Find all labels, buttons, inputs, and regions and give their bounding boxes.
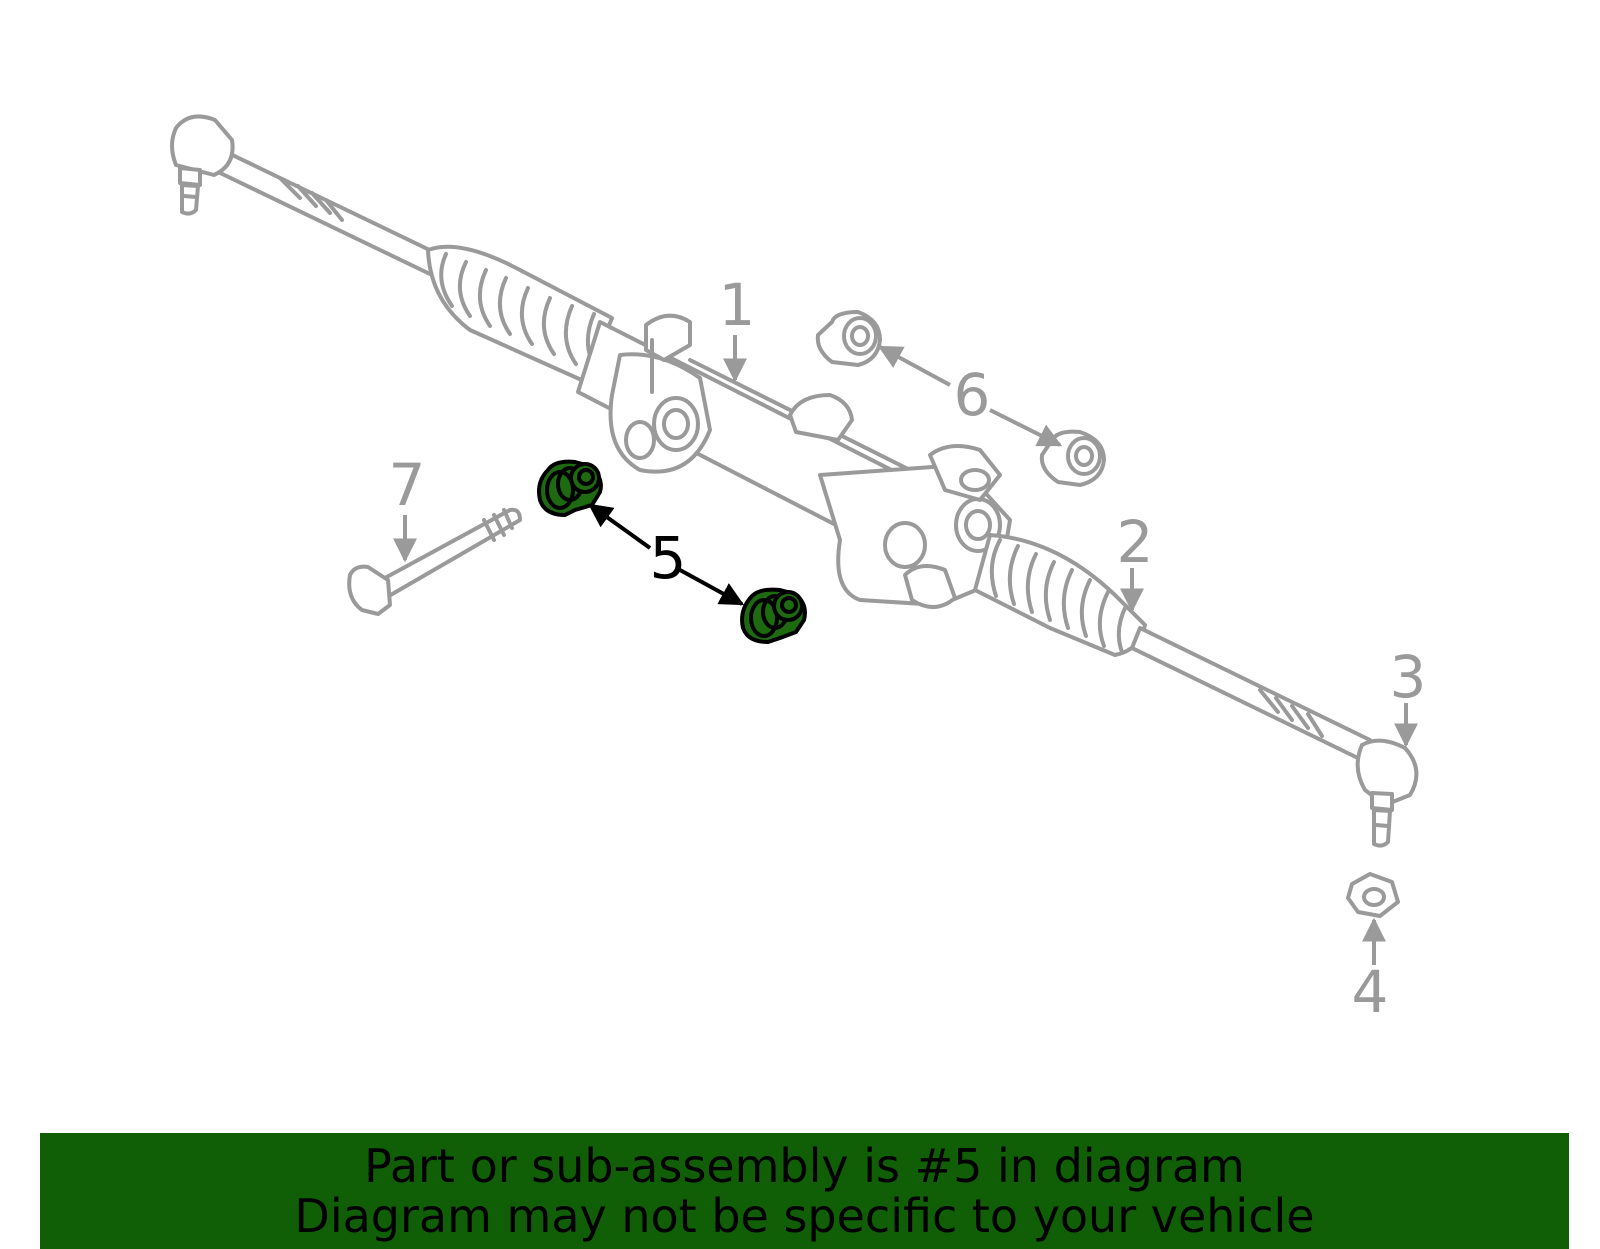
leader-5-upper (588, 503, 652, 550)
left-tie-rod-end (170, 114, 235, 216)
left-mount-bracket (608, 313, 712, 474)
tie-rod-nut (1346, 872, 1400, 918)
banner-line-2: Diagram may not be specific to your vehi… (294, 1189, 1315, 1243)
leader-5-lower (679, 568, 745, 606)
leader-6-upper (877, 345, 951, 387)
callout-2: 2 (1117, 508, 1154, 576)
callout-5: 5 (650, 524, 687, 592)
bushing-upper (815, 310, 882, 367)
right-tie-rod-end (1355, 738, 1419, 848)
banner-line-1: Part or sub-assembly is #5 in diagram (364, 1139, 1245, 1193)
green-bushing-upper (537, 459, 603, 517)
left-boot (426, 244, 614, 384)
leader-6-lower (989, 408, 1063, 447)
callout-3: 3 (1390, 643, 1427, 711)
right-boot (973, 533, 1147, 657)
mounting-bolt (347, 507, 522, 616)
callout-6: 6 (954, 361, 991, 429)
pinion-valve-body (818, 444, 1012, 609)
callout-1: 1 (719, 271, 756, 339)
green-bushing-lower (740, 587, 807, 644)
rack-clip (788, 393, 854, 442)
callout-7: 7 (389, 451, 426, 519)
callout-4: 4 (1352, 958, 1389, 1026)
leader-lines (393, 335, 1418, 965)
info-banner: Part or sub-assembly is #5 in diagram Di… (40, 1133, 1569, 1249)
right-tie-rod (1130, 626, 1372, 762)
steering-gear-assembly (170, 114, 1419, 918)
highlighted-part-5 (537, 459, 807, 644)
